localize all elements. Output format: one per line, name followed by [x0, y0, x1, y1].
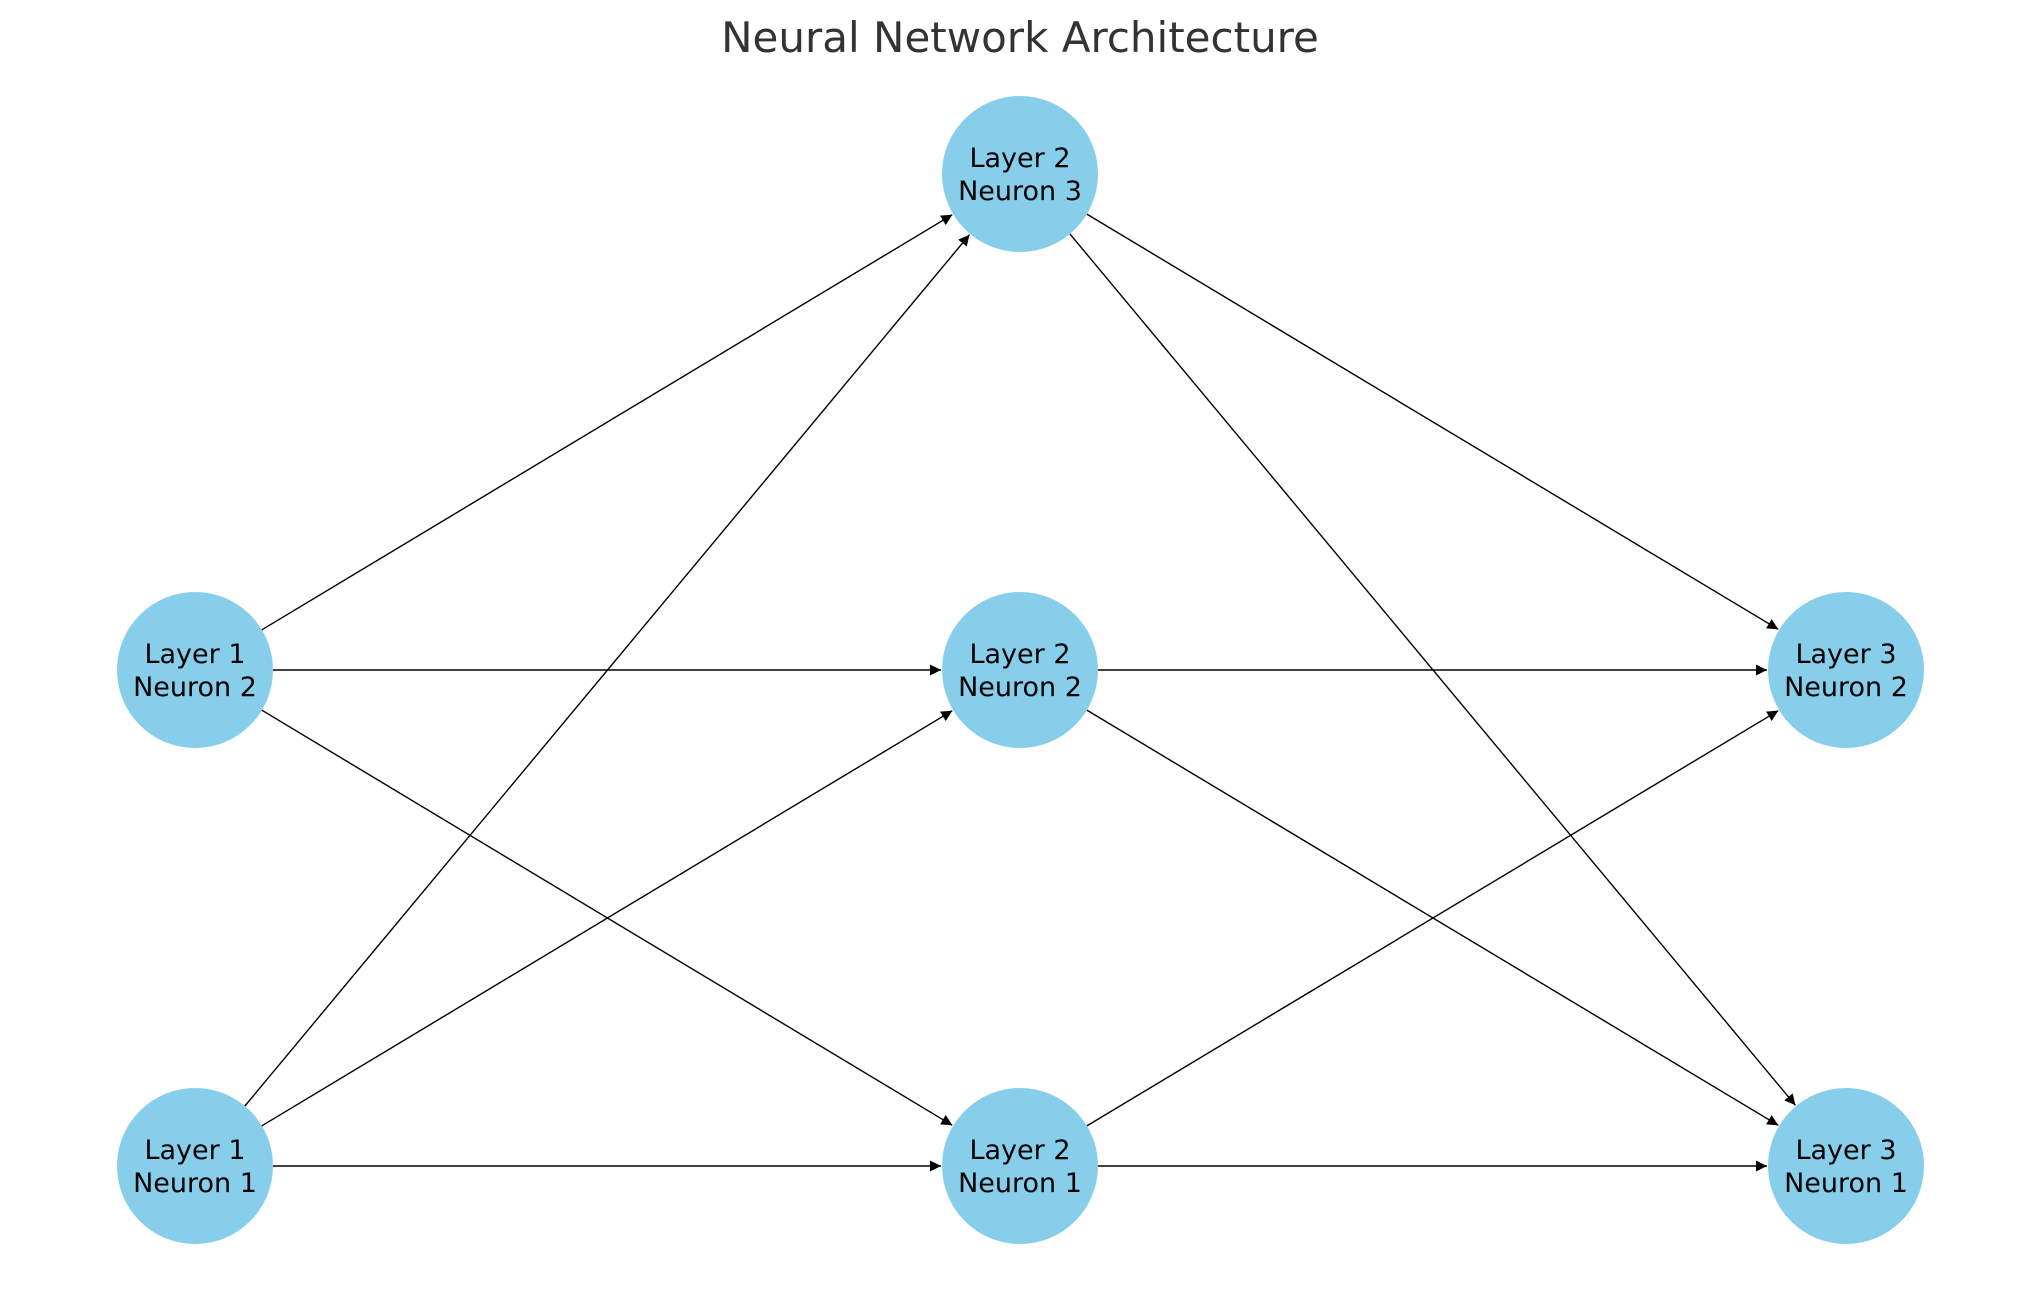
node-circle — [942, 592, 1098, 748]
edge-l1n2-to-l2n3 — [261, 214, 953, 631]
node-label-layer: Layer 2 — [969, 143, 1070, 174]
node-circle — [117, 592, 273, 748]
node-label-layer: Layer 1 — [144, 1135, 245, 1166]
edge-l2n2-to-l3n1 — [1086, 709, 1779, 1126]
node-circle — [1768, 1088, 1924, 1244]
node-label-neuron: Neuron 2 — [958, 672, 1082, 703]
node-label-layer: Layer 2 — [969, 1135, 1070, 1166]
node-circle — [1768, 592, 1924, 748]
node-label-layer: Layer 3 — [1795, 639, 1896, 670]
node-label-layer: Layer 1 — [144, 639, 245, 670]
node-label-neuron: Neuron 1 — [1784, 1168, 1908, 1199]
edge-l2n3-to-l3n1 — [1069, 233, 1796, 1106]
node-label-neuron: Neuron 2 — [1784, 672, 1908, 703]
edge-l1n2-to-l2n1 — [261, 709, 953, 1126]
node-label-neuron: Neuron 1 — [958, 1168, 1082, 1199]
edge-layer — [244, 213, 1796, 1172]
node-label-layer: Layer 3 — [1795, 1135, 1896, 1166]
node-circle — [942, 96, 1098, 252]
node-label-neuron: Neuron 1 — [133, 1168, 257, 1199]
diagram-title: Neural Network Architecture — [721, 13, 1319, 62]
node-label-neuron: Neuron 2 — [133, 672, 257, 703]
node-label-neuron: Neuron 3 — [958, 176, 1082, 207]
node-label-layer: Layer 2 — [969, 639, 1070, 670]
node-circle — [117, 1088, 273, 1244]
edge-l2n3-to-l3n2 — [1086, 213, 1779, 630]
node-circle — [942, 1088, 1098, 1244]
